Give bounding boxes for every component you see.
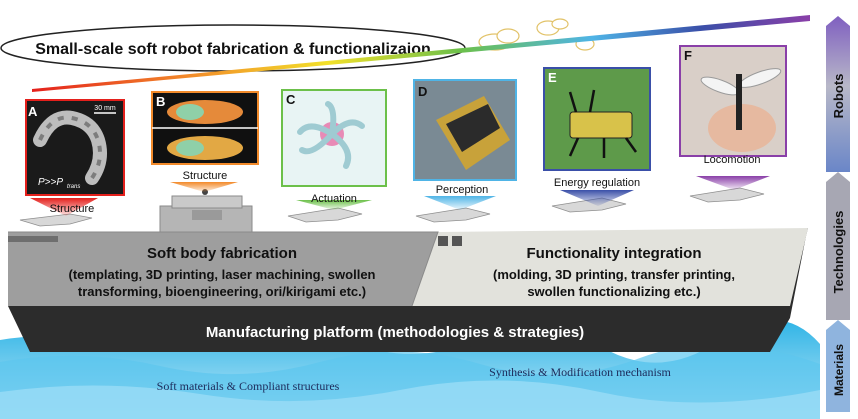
panel-a: A 30 mm P>>P trans Structure (25, 99, 125, 216)
deck-right-detail-2: swollen functionalizing etc.) (527, 284, 700, 299)
panel-e-letter: E (548, 70, 557, 85)
jet-icon (287, 207, 363, 223)
level-bar: Robots Technologies Materials (826, 16, 850, 412)
deck-left-detail-1: (templating, 3D printing, laser machinin… (69, 267, 376, 282)
rainbow-ramp (32, 15, 810, 92)
level-label-robots: Robots (831, 74, 846, 119)
level-label-materials: Materials (832, 344, 846, 396)
panel-e: E Energy regulation (543, 67, 651, 206)
sea-label-materials: Soft materials & Compliant structures (157, 379, 340, 393)
panel-d-letter: D (418, 84, 427, 99)
panel-a-caption: Structure (50, 203, 95, 215)
jet-icon (689, 187, 765, 203)
panel-f-caption: Locomotion (704, 154, 761, 166)
level-technologies (826, 172, 850, 320)
panel-b-caption: Structure (183, 170, 228, 182)
deck-left-title: Soft body fabrication (147, 245, 297, 262)
panel-f: F Locomotion (679, 45, 787, 190)
jet-icon (19, 213, 93, 227)
level-label-technologies: Technologies (831, 211, 846, 294)
panel-a-scale: 30 mm (94, 105, 116, 112)
deck-left-detail-2: transforming, bioengineering, ori/kiriga… (78, 284, 366, 299)
deck-left (8, 232, 438, 306)
level-materials (826, 320, 850, 412)
panel-a-letter: A (28, 104, 38, 119)
jet-icon (415, 207, 491, 223)
panel-b-letter: B (156, 94, 165, 109)
panel-f-letter: F (684, 48, 692, 63)
hull-label: Manufacturing platform (methodologies & … (206, 324, 584, 341)
sea-label-mechanism: Synthesis & Modification mechanism (489, 365, 671, 379)
panel-b: B Structure (151, 91, 259, 192)
panel-c-letter: C (286, 92, 296, 107)
control-tower (159, 189, 253, 233)
level-robots (826, 16, 850, 172)
sea: Soft materials & Compliant structures Sy… (0, 319, 820, 419)
panel-a-inset-label: P>>P (38, 177, 63, 188)
panel-c: C Actuation (281, 89, 387, 210)
deck-right-detail-1: (molding, 3D printing, transfer printing… (493, 267, 735, 282)
jet-group (19, 187, 765, 227)
panel-d-caption: Perception (436, 184, 489, 196)
panel-c-caption: Actuation (311, 193, 357, 205)
panel-e-caption: Energy regulation (554, 177, 640, 189)
panel-a-inset-sub: trans (67, 184, 80, 190)
deck-right-title: Functionality integration (527, 245, 702, 262)
panel-d: D Perception (413, 79, 517, 210)
ship: Soft body fabrication (templating, 3D pr… (8, 228, 808, 352)
deck-right (412, 228, 808, 306)
diagram-title: Small-scale soft robot fabrication & fun… (35, 41, 431, 58)
ship-hull (8, 228, 808, 352)
